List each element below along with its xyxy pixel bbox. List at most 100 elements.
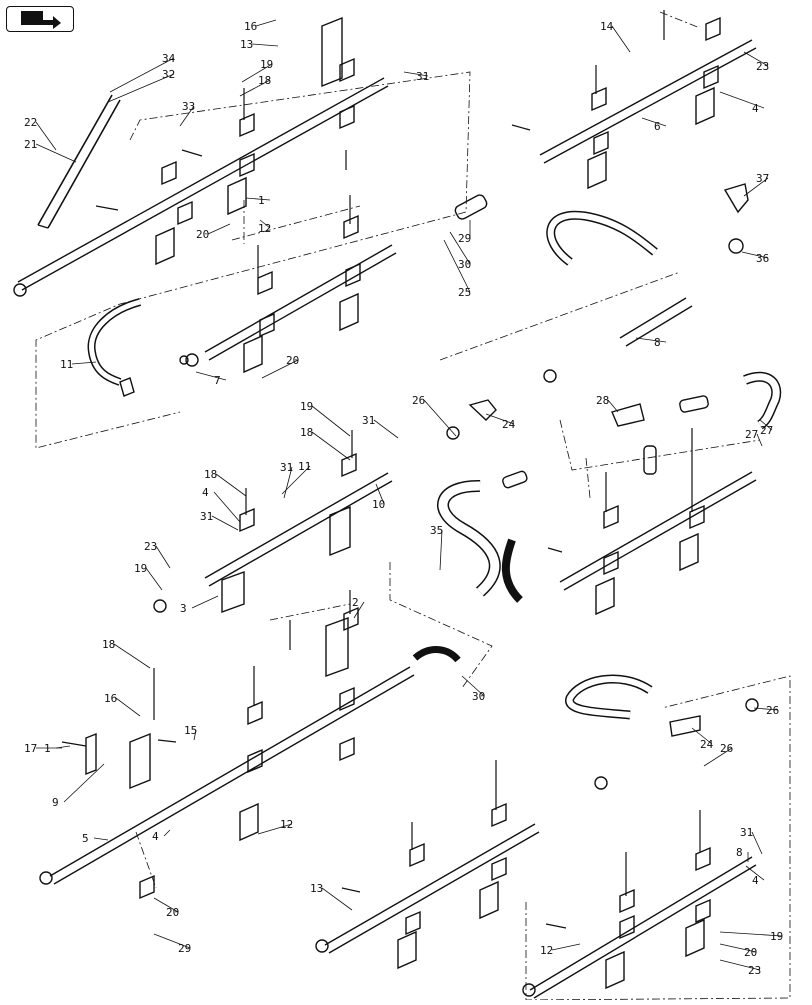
part-callout-24: 24 — [700, 738, 714, 751]
callout-leader — [373, 419, 399, 439]
part-callout-4: 4 — [202, 486, 209, 499]
callout-leader — [745, 865, 765, 881]
callout-leader — [257, 823, 293, 835]
callout-leader — [311, 405, 351, 437]
callout-leader — [245, 197, 271, 201]
pipe-9 — [49, 666, 415, 885]
callout-leader — [251, 43, 279, 47]
callout-leader — [551, 943, 581, 951]
part-callout-13: 13 — [310, 882, 323, 895]
pipe-upper-right — [539, 39, 757, 164]
part-callout-6: 6 — [654, 120, 661, 133]
pipe-10 — [204, 472, 393, 587]
part-callout-30: 30 — [458, 258, 471, 271]
brackets — [85, 16, 721, 990]
pipe-mid — [204, 244, 397, 361]
part-callout-15: 15 — [184, 724, 197, 737]
part-callout-14: 14 — [600, 20, 614, 33]
part-callout-18: 18 — [300, 426, 313, 439]
callout-leader — [71, 361, 97, 365]
part-callout-1: 1 — [44, 742, 51, 755]
part-callout-11: 11 — [298, 460, 311, 473]
pipe-5 — [324, 823, 540, 954]
part-callout-28: 28 — [596, 394, 609, 407]
part-callout-31: 31 — [362, 414, 375, 427]
callout-leader — [207, 223, 231, 235]
callout-leader — [607, 399, 619, 413]
pipe-8-lower — [529, 856, 757, 999]
pipe-8-short — [619, 297, 693, 347]
part-callout-9: 9 — [52, 796, 59, 809]
callout-leader — [611, 25, 631, 53]
part-callout-31: 31 — [416, 70, 429, 83]
center-lines — [35, 11, 791, 1001]
back-button[interactable] — [6, 6, 74, 32]
part-callout-4: 4 — [752, 102, 759, 115]
callout-leader — [719, 91, 765, 109]
part-callout-29: 29 — [178, 942, 191, 955]
part-callout-18: 18 — [102, 638, 115, 651]
callout-leader — [195, 371, 227, 381]
part-callout-23: 23 — [756, 60, 769, 73]
callout-leader — [439, 529, 443, 571]
callout-leader — [743, 51, 769, 67]
callout-leader — [703, 747, 733, 767]
part-callout-29: 29 — [458, 232, 471, 245]
part-callout-8: 8 — [654, 336, 661, 349]
callout-leader — [261, 359, 299, 379]
part-callout-16: 16 — [104, 692, 117, 705]
callout-leader — [443, 239, 471, 293]
callout-leader — [449, 231, 471, 265]
part-callout-12: 12 — [540, 944, 553, 957]
callout-leader — [191, 595, 219, 609]
part-callout-19: 19 — [770, 930, 783, 943]
callout-leader — [145, 567, 163, 591]
part-callout-20: 20 — [744, 946, 757, 959]
pipe-31-right — [559, 471, 757, 591]
callout-leader — [153, 933, 191, 949]
callout-leader — [213, 491, 241, 523]
callout-leader — [743, 177, 769, 197]
part-callout-26: 26 — [720, 742, 733, 755]
part-callout-31: 31 — [740, 826, 753, 839]
part-callout-32: 32 — [162, 68, 175, 81]
part-callout-24: 24 — [502, 418, 516, 431]
callout-leader — [115, 697, 141, 717]
part-callout-5: 5 — [82, 832, 89, 845]
part-callout-20: 20 — [286, 354, 299, 367]
part-callout-20: 20 — [166, 906, 179, 919]
part-callout-11: 11 — [60, 358, 73, 371]
callout-leader — [35, 143, 77, 163]
callout-leader — [193, 729, 197, 741]
part-callout-17: 17 — [24, 742, 37, 755]
part-callout-33: 33 — [182, 100, 195, 113]
part-callout-25: 25 — [458, 286, 471, 299]
callout-leader — [211, 515, 239, 531]
callout-leader — [241, 63, 273, 83]
pipe-assemblies — [13, 10, 791, 1001]
part-callout-30: 30 — [472, 690, 485, 703]
callout-leader — [281, 465, 311, 495]
part-callout-2: 2 — [352, 596, 359, 609]
bolts — [61, 10, 701, 929]
part-callout-12: 12 — [258, 222, 271, 235]
callout-leader — [353, 601, 365, 619]
part-callout-12: 12 — [280, 818, 293, 831]
callout-leader — [109, 57, 175, 93]
callout-leader — [759, 419, 773, 431]
part-callout-1: 1 — [258, 194, 265, 207]
part-callout-16: 16 — [244, 20, 257, 33]
callout-leader — [719, 931, 783, 937]
pipe-6 — [17, 77, 389, 291]
callout-leader — [321, 887, 353, 911]
part-callout-4: 4 — [152, 830, 159, 843]
callout-leader — [179, 105, 195, 127]
part-callout-37: 37 — [756, 172, 769, 185]
part-callout-26: 26 — [412, 394, 425, 407]
callout-leader — [259, 219, 271, 229]
callout-leader — [35, 121, 57, 151]
callout-leader — [753, 707, 779, 711]
callout-leader — [485, 413, 515, 425]
